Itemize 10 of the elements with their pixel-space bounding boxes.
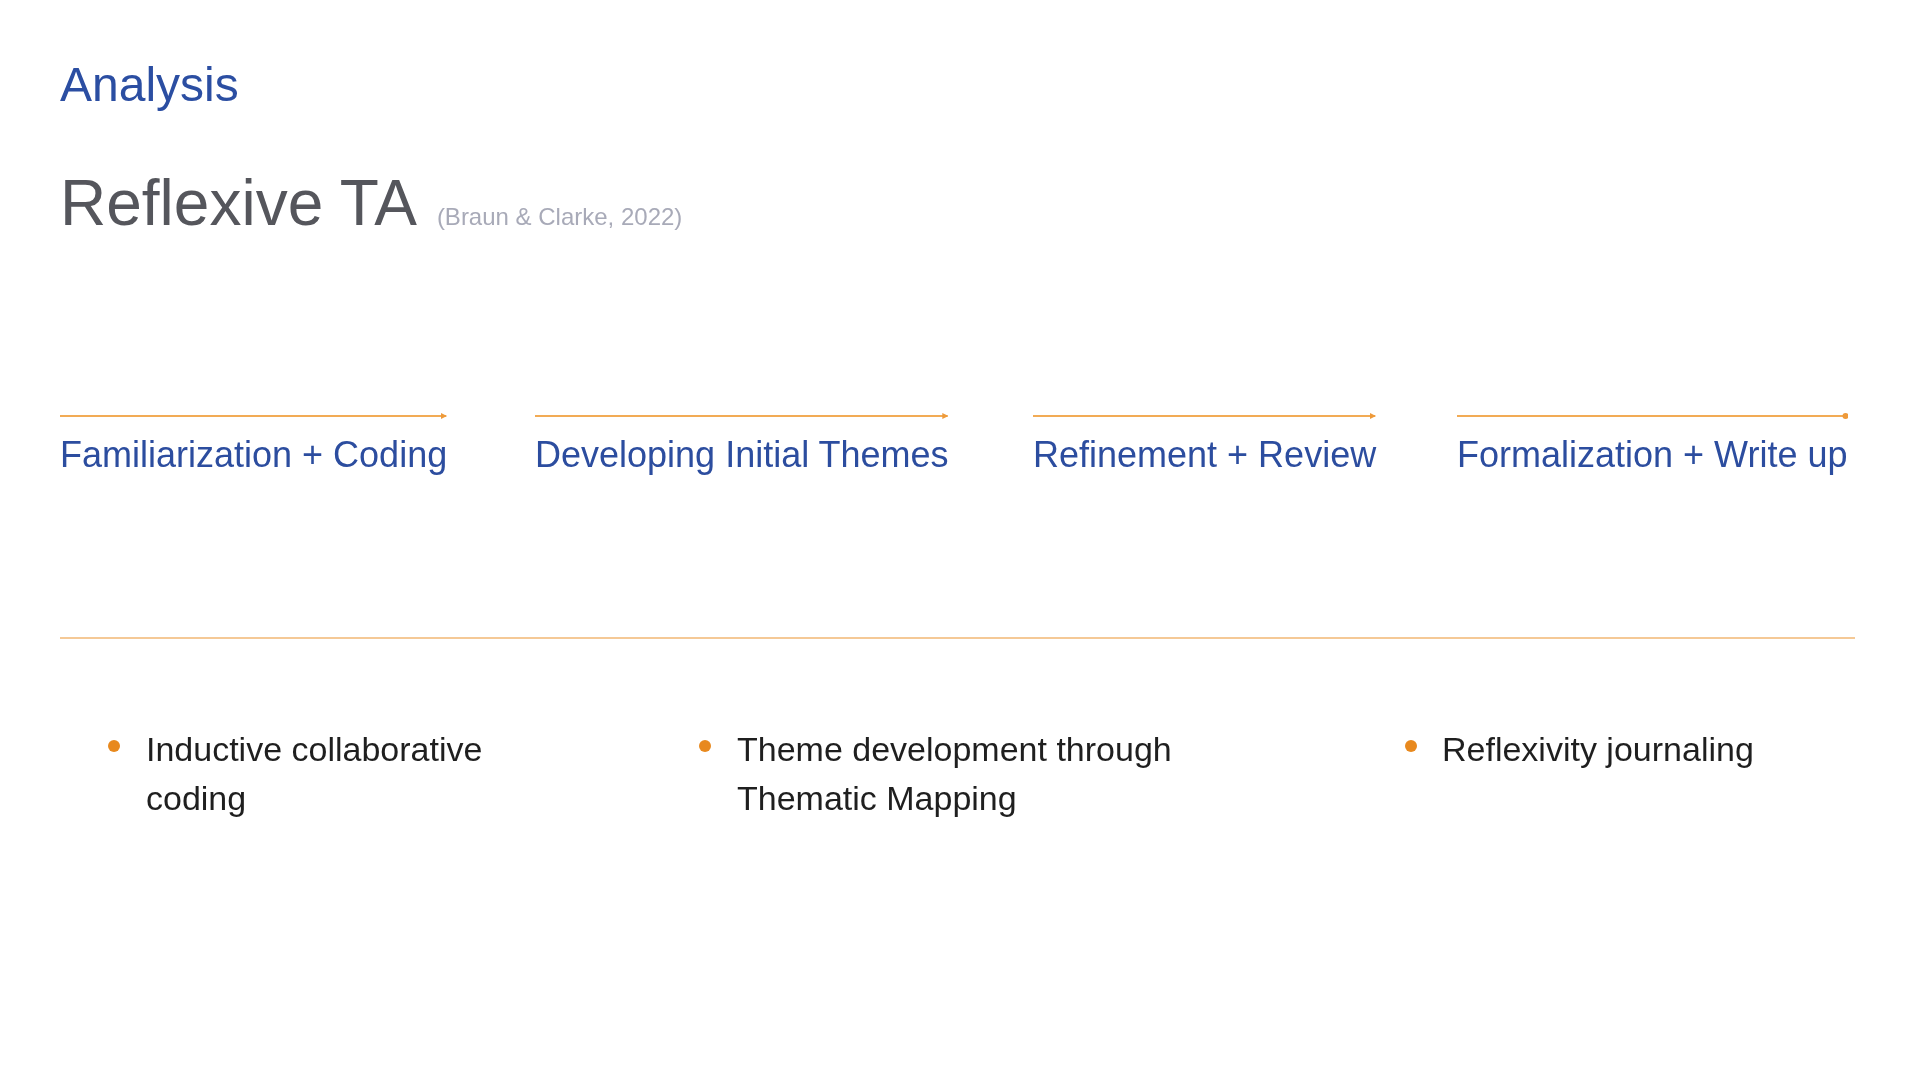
bullet-text: Reflexivity journaling [1442, 729, 1755, 770]
citation: (Braun & Clarke, 2022) [436, 203, 683, 232]
slide-heading: Reflexive TA [60, 166, 417, 241]
slide-title: Analysis [60, 57, 239, 113]
step-label: Formalization + Write up [1457, 433, 1848, 477]
bullet-text: Theme development through Thematic Mapping [737, 729, 1173, 819]
step-label: Refinement + Review [1033, 433, 1377, 477]
bullet-text: Inductive collaborative coding [146, 729, 484, 819]
step-label: Developing Initial Themes [535, 433, 949, 477]
step-label: Familiarization + Coding [60, 433, 448, 477]
